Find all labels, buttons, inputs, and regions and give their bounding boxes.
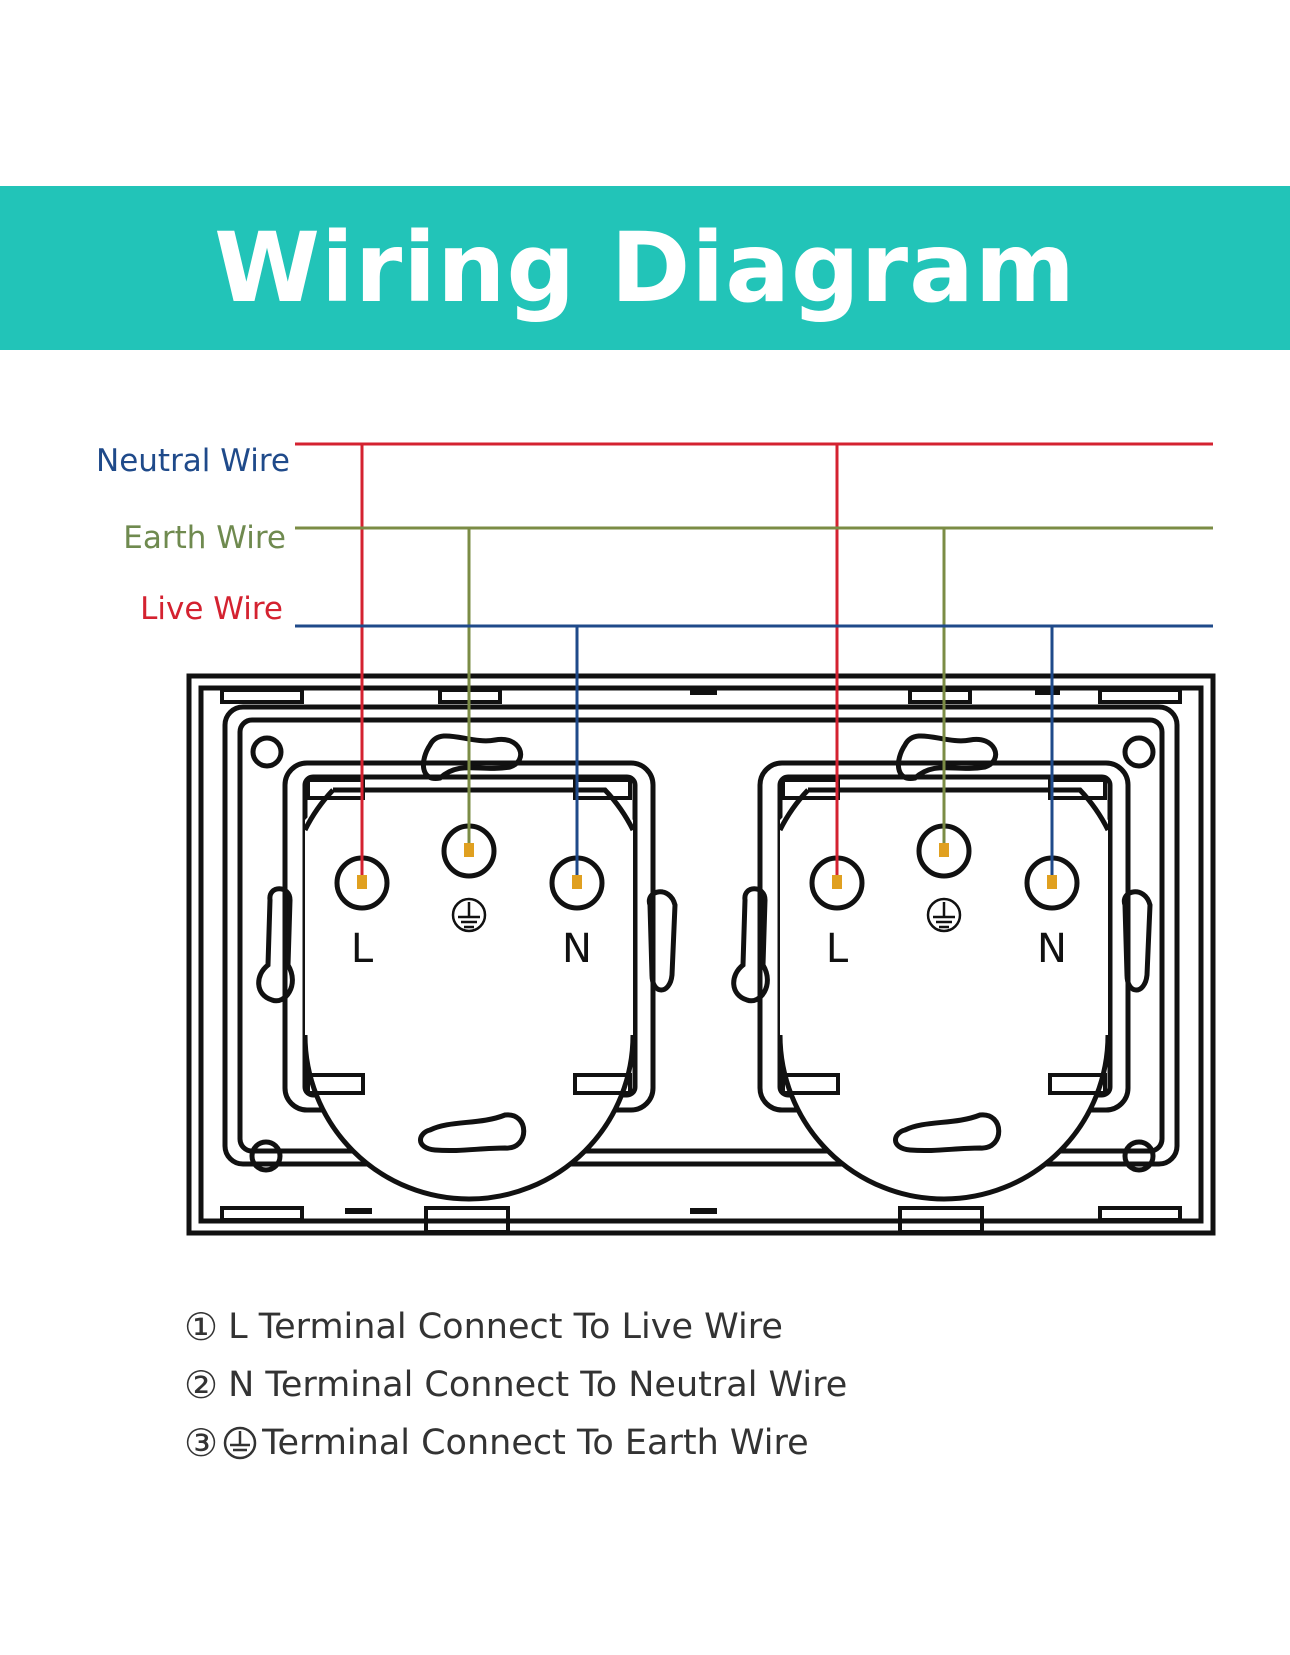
screw-hole-icon bbox=[250, 735, 284, 769]
legend-item-live: ① L Terminal Connect To Live Wire bbox=[184, 1298, 847, 1356]
page-title: Wiring Diagram bbox=[214, 212, 1076, 324]
socket-face bbox=[302, 787, 636, 1202]
neutral-pin bbox=[572, 875, 582, 889]
step-number: ③ bbox=[184, 1421, 219, 1465]
earth-ground-icon bbox=[223, 1426, 257, 1460]
neutral-wire-label: Neutral Wire bbox=[96, 443, 290, 479]
keyhole-slot bbox=[420, 733, 524, 781]
live-pin bbox=[357, 875, 367, 889]
legend-text: L Terminal Connect To Live Wire bbox=[228, 1307, 783, 1347]
live-wire-label: Live Wire bbox=[140, 591, 283, 627]
earth-ground-icon bbox=[451, 897, 487, 933]
keyhole-slot bbox=[1121, 889, 1153, 993]
earth-ground-icon bbox=[926, 897, 962, 933]
wires bbox=[295, 442, 1213, 628]
screw-hole-icon bbox=[1122, 735, 1156, 769]
step-number: ① bbox=[184, 1305, 219, 1349]
earth-pin bbox=[939, 843, 949, 857]
keyhole-slot bbox=[646, 889, 678, 993]
socket-module-2: L N bbox=[731, 444, 1153, 1202]
legend: ① L Terminal Connect To Live Wire ② N Te… bbox=[184, 1298, 847, 1472]
neutral-pin bbox=[1047, 875, 1057, 889]
earth-wire-label: Earth Wire bbox=[123, 520, 286, 556]
legend-item-earth: ③ Terminal Connect To Earth Wire bbox=[184, 1414, 847, 1472]
title-banner: Wiring Diagram bbox=[0, 186, 1290, 350]
earth-pin bbox=[464, 843, 474, 857]
legend-item-neutral: ② N Terminal Connect To Neutral Wire bbox=[184, 1356, 847, 1414]
legend-text: Terminal Connect To Earth Wire bbox=[262, 1423, 809, 1463]
neutral-terminal-label: N bbox=[562, 926, 592, 972]
screw-hole-icon bbox=[249, 1139, 283, 1173]
keyhole-slot bbox=[895, 733, 999, 781]
neutral-terminal-label: N bbox=[1037, 926, 1067, 972]
live-terminal-label: L bbox=[351, 926, 374, 972]
live-pin bbox=[832, 875, 842, 889]
keyhole-slot bbox=[731, 886, 770, 1004]
socket-face bbox=[777, 787, 1111, 1202]
screw-hole-icon bbox=[1122, 1139, 1156, 1173]
keyhole-slot bbox=[256, 886, 295, 1004]
step-number: ② bbox=[184, 1363, 219, 1407]
keyhole-slot bbox=[893, 1112, 1002, 1154]
keyhole-slot bbox=[418, 1112, 527, 1154]
legend-text: N Terminal Connect To Neutral Wire bbox=[228, 1365, 848, 1405]
live-terminal-label: L bbox=[826, 926, 849, 972]
socket-module-1: L N bbox=[256, 444, 678, 1202]
